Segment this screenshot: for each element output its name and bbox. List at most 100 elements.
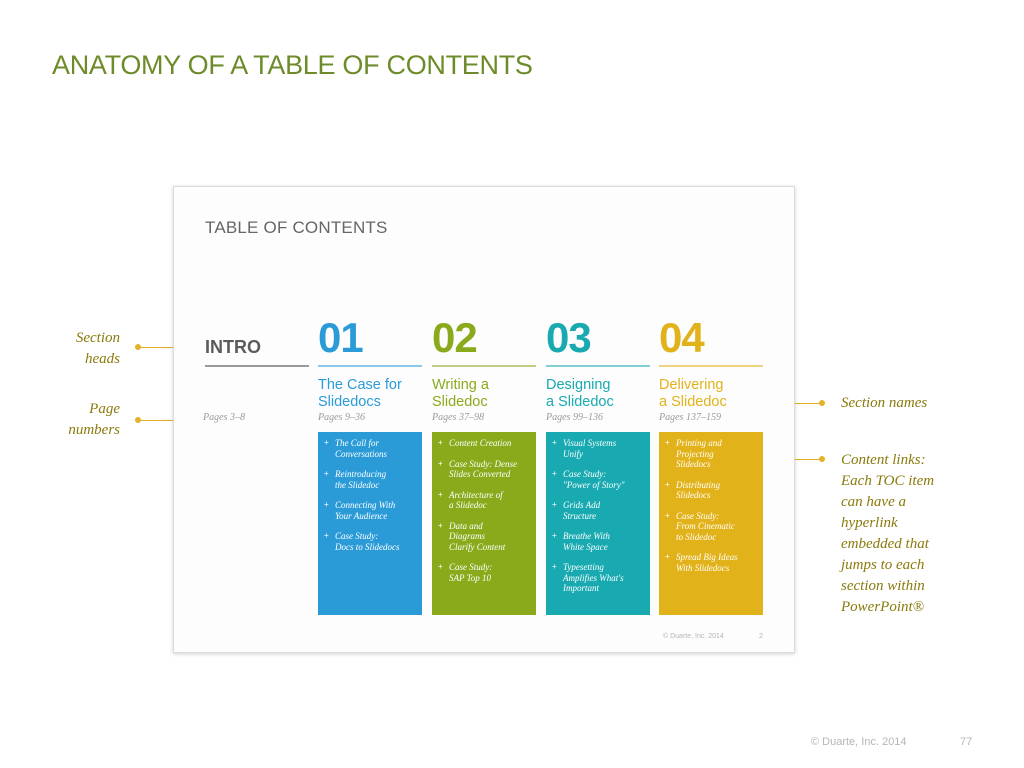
section-name-line: a Slidedoc xyxy=(659,394,727,410)
slide-page-number: 2 xyxy=(759,633,763,640)
page-number: 77 xyxy=(960,736,973,748)
toc-item-link[interactable]: +Case Study:"Power of Story" xyxy=(552,469,646,490)
callout-section-heads: Section heads xyxy=(75,330,120,367)
toc-item-line: Typesetting xyxy=(563,562,604,572)
callout-content-links-dot xyxy=(819,456,825,462)
toc-item-line: From Cinematic xyxy=(676,521,735,531)
section-name-line: The Case for xyxy=(318,377,402,393)
toc-item-line: Printing and xyxy=(676,438,722,448)
section-name-line: a Slidedoc xyxy=(546,394,614,410)
section-rule xyxy=(659,365,763,367)
toc-item-line: Architecture of xyxy=(449,489,503,500)
toc-item-text: Case Study:Docs to Slidedocs xyxy=(335,531,400,552)
plus-icon: + xyxy=(665,438,670,447)
toc-item-line: the Slidedoc xyxy=(335,479,380,490)
plus-icon: + xyxy=(324,438,329,447)
plus-icon: + xyxy=(438,489,443,499)
section-name-line: Designing xyxy=(546,377,611,393)
callout-section-names-dot xyxy=(819,400,825,406)
plus-icon: + xyxy=(324,531,329,540)
toc-item-line: Clarify Content xyxy=(449,541,506,552)
section-number: 02 xyxy=(432,314,478,361)
toc-item-line: Case Study: xyxy=(335,531,379,541)
toc-item-line: Your Audience xyxy=(335,510,388,521)
toc-item-line: Projecting xyxy=(676,448,714,459)
section-name-line: Writing a xyxy=(432,377,489,393)
plus-icon: + xyxy=(665,510,670,520)
plus-icon: + xyxy=(665,479,670,489)
section-pages: Pages 9–36 xyxy=(318,412,365,423)
section-name-line: Slidedocs xyxy=(318,394,381,410)
toc-item-text: Case Study:SAP Top 10 xyxy=(449,562,492,583)
toc-item-line: Structure xyxy=(563,510,597,521)
toc-item-line: SAP Top 10 xyxy=(449,572,492,583)
toc-item-line: The Call for xyxy=(335,438,380,448)
callout-page-numbers: Page numbers xyxy=(68,401,120,438)
callout-content-links: Content links: Each TOC item can have a … xyxy=(841,452,935,615)
toc-item-line: Grids Add xyxy=(563,500,601,510)
toc-item-link[interactable]: + Content Creation xyxy=(438,438,532,449)
section-rule xyxy=(432,365,536,367)
toc-item-line: Breathe With xyxy=(563,531,610,541)
plus-icon: + xyxy=(438,438,443,447)
toc-item-line: White Space xyxy=(563,541,608,552)
plus-icon: + xyxy=(552,531,557,540)
toc-item-line: Conversations xyxy=(335,448,388,459)
toc-item-line: Visual Systems xyxy=(563,438,617,448)
toc-item-line: Distributing xyxy=(676,479,721,490)
toc-item-line: Important xyxy=(563,583,599,593)
section-pages: Pages 37–98 xyxy=(432,412,484,423)
plus-icon: + xyxy=(324,500,329,509)
toc-item-line: Docs to Slidedocs xyxy=(335,541,400,552)
toc-item-line: Slidedocs xyxy=(676,490,711,500)
toc-item-line: Data and xyxy=(449,520,483,531)
toc-item-line: Case Study: xyxy=(676,510,720,521)
plus-icon: + xyxy=(552,500,557,509)
callout-content-links-line xyxy=(785,459,822,460)
callout-section-heads-line xyxy=(138,347,195,348)
plus-icon: + xyxy=(552,562,557,571)
toc-item-link[interactable]: +Case Study:SAP Top 10 xyxy=(438,562,532,583)
toc-item-text: Content Creation xyxy=(449,438,511,449)
intro-rule xyxy=(205,365,309,367)
section-pages: Pages 137–159 xyxy=(659,412,721,423)
toc-item-line: a Slidedoc xyxy=(449,500,487,510)
callout-page-numbers-line xyxy=(138,420,195,421)
section-name-line: Delivering xyxy=(659,377,724,393)
section-number: 01 xyxy=(318,314,364,361)
callout-section-names: Section names xyxy=(841,395,928,411)
toc-item-link[interactable]: + Case Study:Docs to Slidedocs xyxy=(324,531,418,552)
toc-item-line: Unify xyxy=(563,448,583,459)
toc-item-line: "Power of Story" xyxy=(563,479,625,490)
section-name-line: Slidedoc xyxy=(432,394,488,410)
toc-item-line: Spread Big Ideas xyxy=(676,552,738,562)
